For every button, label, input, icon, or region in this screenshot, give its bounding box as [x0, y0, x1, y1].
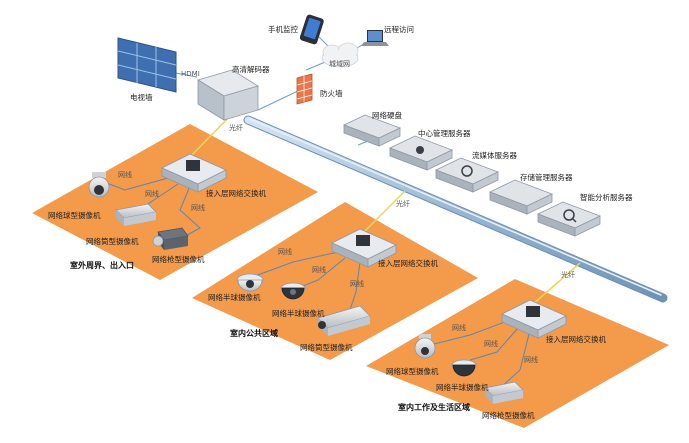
remote-access-label: 远程访问 — [384, 24, 414, 34]
video-wall-icon — [117, 37, 177, 93]
zone-outdoor — [32, 124, 318, 280]
zone1-title: 室外周界、出入口 — [70, 260, 134, 270]
box-camera-zone3-icon — [484, 381, 524, 404]
server-smart-analysis-icon — [536, 201, 602, 237]
switch-zone1-icon — [161, 153, 227, 193]
zone2-cables — [254, 251, 361, 317]
server-central-mgmt-icon — [388, 135, 454, 171]
laptop-icon — [361, 30, 389, 46]
firewall-label: 防火墙 — [320, 88, 343, 98]
zone2-camera3-label: 网络筒型摄像机 — [300, 342, 353, 352]
zone2-link-label-3: 网线 — [350, 279, 364, 288]
zone3-switch-label: 接入层网络交换机 — [546, 334, 606, 344]
zone2-camera2-label: 网络半球摄像机 — [272, 308, 325, 318]
zone1-link-label-3: 网线 — [191, 203, 205, 212]
half-dome-camera-zone3-icon — [451, 359, 477, 377]
server-streaming-icon — [434, 157, 500, 193]
bullet-camera-icon — [115, 203, 157, 226]
smart-analysis-server-label: 智能分析服务器 — [580, 192, 633, 202]
zone3-link-label-2: 网线 — [484, 339, 498, 348]
storage-mgmt-server-label: 存储管理服务器 — [520, 172, 573, 182]
firewall-icon — [296, 73, 313, 105]
wan-label: 城域网 — [329, 59, 350, 68]
box-camera-icon — [152, 227, 189, 250]
mobile-monitoring-label: 手机监控 — [268, 24, 298, 34]
server-network-storage-icon — [342, 114, 402, 147]
video-wall-label: 电视墙 — [130, 92, 153, 102]
fiber-label-3: 光纤 — [561, 270, 575, 279]
network-storage-label: 网络硬盘 — [372, 110, 402, 120]
zone3-camera1-label: 网络球型摄像机 — [386, 366, 439, 376]
backbone-pipe — [243, 115, 668, 303]
hd-decoder-icon — [197, 69, 259, 121]
central-mgmt-server-label: 中心管理服务器 — [418, 128, 471, 138]
zone1-camera3-label: 网络枪型摄像机 — [152, 254, 205, 264]
wan-cloud-icon — [321, 42, 359, 68]
zone3-camera2-label: 网络半球摄像机 — [436, 382, 489, 392]
fiber-label-2: 光纤 — [396, 199, 410, 208]
zone2-link-label-2: 网线 — [312, 265, 326, 274]
switch-zone2-icon — [331, 228, 397, 268]
mobile-phone-icon — [299, 14, 324, 45]
zone2-camera1-label: 网络半球摄像机 — [208, 292, 261, 302]
zone3-link-label-3: 网线 — [524, 355, 538, 364]
bullet-camera-zone2-icon — [317, 305, 371, 336]
half-dome-camera-white-icon — [236, 273, 264, 292]
speed-dome-camera-zone3-icon — [414, 334, 436, 359]
hd-decoder-label: 高清解码器 — [232, 64, 270, 74]
zone-indoor-public — [192, 202, 478, 360]
streaming-server-label: 流媒体服务器 — [472, 150, 517, 160]
zone1-camera2-label: 网络筒型摄像机 — [86, 236, 139, 246]
zone3-cables — [429, 319, 531, 389]
hdmi-label: HDMI — [181, 70, 200, 78]
zone-indoor-work — [366, 279, 669, 428]
zone3-link-label-1: 网线 — [452, 323, 466, 332]
server-storage-mgmt-icon — [488, 179, 554, 215]
fiber-label-1: 光纤 — [229, 123, 243, 132]
zone1-link-label-1: 网线 — [118, 170, 132, 179]
zone2-title: 室内公共区域 — [230, 328, 278, 338]
zone2-link-label-1: 网线 — [278, 247, 292, 256]
zone1-camera1-label: 网络球型摄像机 — [48, 210, 101, 220]
half-dome-camera-dark-icon — [280, 282, 306, 300]
zone3-camera3-label: 网络枪型摄像机 — [482, 410, 535, 420]
zone1-link-label-2: 网线 — [145, 189, 159, 198]
zone3-title: 室内工作及生活区域 — [398, 402, 470, 412]
zone1-switch-label: 接入层网络交换机 — [206, 188, 266, 198]
switch-zone3-icon — [501, 299, 567, 339]
speed-dome-camera-icon — [88, 172, 110, 198]
zone2-switch-label: 接入层网络交换机 — [378, 258, 438, 268]
